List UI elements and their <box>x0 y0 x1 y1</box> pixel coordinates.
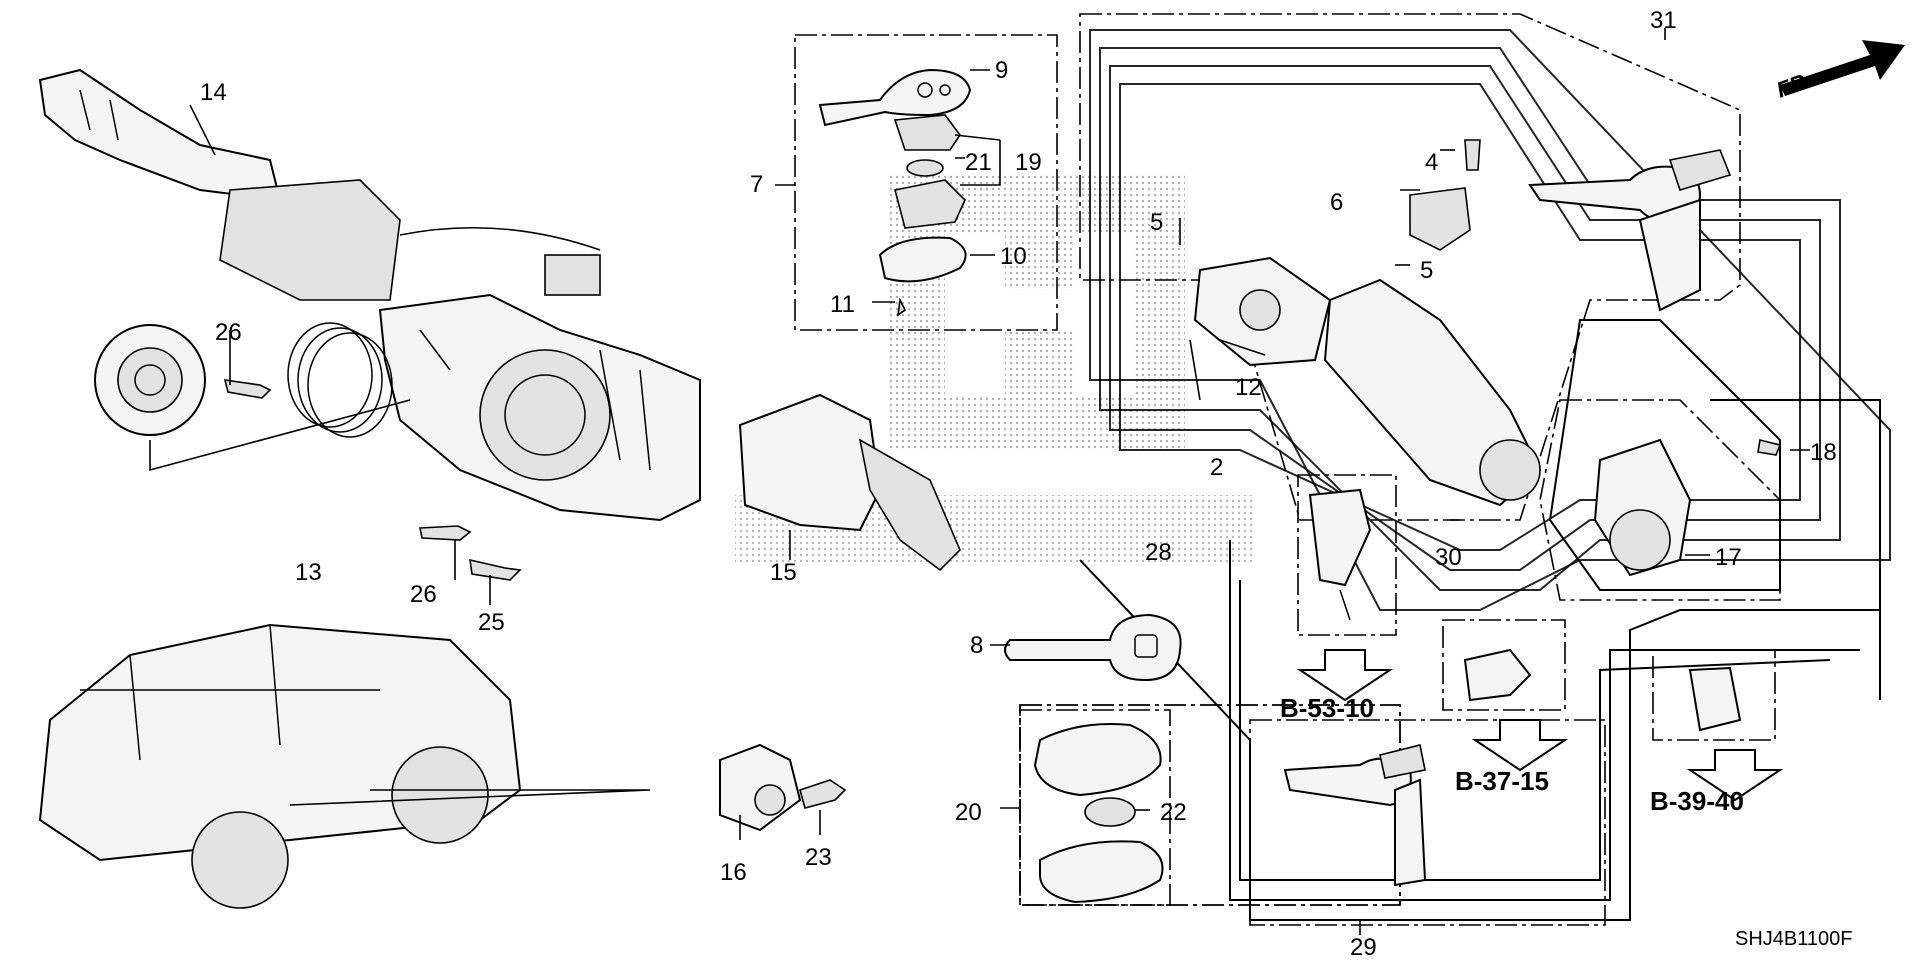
callout-2: 2 <box>1210 454 1223 481</box>
cylinder-b37-frame <box>1442 619 1566 711</box>
callout-17: 17 <box>1715 544 1742 571</box>
callout-26a: 26 <box>215 319 242 346</box>
callout-21: 21 <box>965 149 992 176</box>
callout-29: 29 <box>1350 934 1377 960</box>
transmitter-parts <box>878 114 967 317</box>
leader-lines <box>189 28 1810 935</box>
switch-28-part <box>1308 488 1372 621</box>
switch-28-frame <box>1297 474 1397 636</box>
key-8-part <box>1004 613 1182 682</box>
callout-10: 10 <box>1000 243 1027 270</box>
cylinder-17-part <box>1593 438 1782 577</box>
wiper-switch-part <box>738 393 961 572</box>
combination-switch-part <box>38 68 601 301</box>
callout-13: 13 <box>295 559 322 586</box>
ref-arrow-2 <box>1471 719 1569 772</box>
key-9-part <box>818 68 972 127</box>
cylinder-b37-part <box>1463 648 1532 702</box>
reference-b53: B-53-10 <box>1280 693 1374 723</box>
callout-14: 14 <box>200 79 227 106</box>
callout-5a: 5 <box>1150 209 1163 236</box>
ref-arrow-3 <box>1686 749 1784 802</box>
callout-23: 23 <box>805 844 832 871</box>
callout-26b: 26 <box>410 581 437 608</box>
fr-arrow-icon <box>1780 40 1905 96</box>
callout-28: 28 <box>1145 539 1172 566</box>
key-group-frame <box>794 34 1058 331</box>
callout-20: 20 <box>955 799 982 826</box>
callout-5b: 5 <box>1420 257 1433 284</box>
reference-b39: B-39-40 <box>1650 786 1744 816</box>
remote-20-part <box>1033 723 1164 904</box>
cylinder-b39-frame <box>1652 649 1776 741</box>
keyset-31-part <box>1528 149 1732 312</box>
cylinder-b39-part <box>1688 666 1742 732</box>
vehicle-silhouette <box>38 623 651 909</box>
callout-4: 4 <box>1425 149 1438 176</box>
callout-25: 25 <box>478 609 505 636</box>
screw-parts <box>223 379 522 581</box>
drawing-code: SHJ4B1100F <box>1735 928 1852 950</box>
callout-9: 9 <box>995 57 1008 84</box>
callout-12: 12 <box>1235 374 1262 401</box>
ignition-switch-part <box>1193 139 1542 507</box>
keyset-29-frame <box>1249 719 1606 926</box>
callout-8: 8 <box>970 632 983 659</box>
callout-11: 11 <box>830 291 855 318</box>
steering-column-housing-part <box>378 293 701 522</box>
callout-30: 30 <box>1435 544 1462 571</box>
callout-31: 31 <box>1650 7 1677 34</box>
direction-label: FR. <box>1773 67 1815 103</box>
reference-b37: B-37-15 <box>1455 766 1549 796</box>
callout-19: 19 <box>1015 149 1042 176</box>
ref-arrow-1 <box>1296 649 1394 702</box>
callout-6: 6 <box>1330 189 1343 216</box>
keyset-29-part <box>1283 744 1427 887</box>
sensor-16-part <box>719 743 847 832</box>
callout-15: 15 <box>770 559 797 586</box>
cable-reel-part <box>94 322 411 472</box>
callout-18: 18 <box>1810 439 1837 466</box>
callout-7: 7 <box>750 171 763 198</box>
callout-22: 22 <box>1160 799 1187 826</box>
callout-16: 16 <box>720 859 747 886</box>
